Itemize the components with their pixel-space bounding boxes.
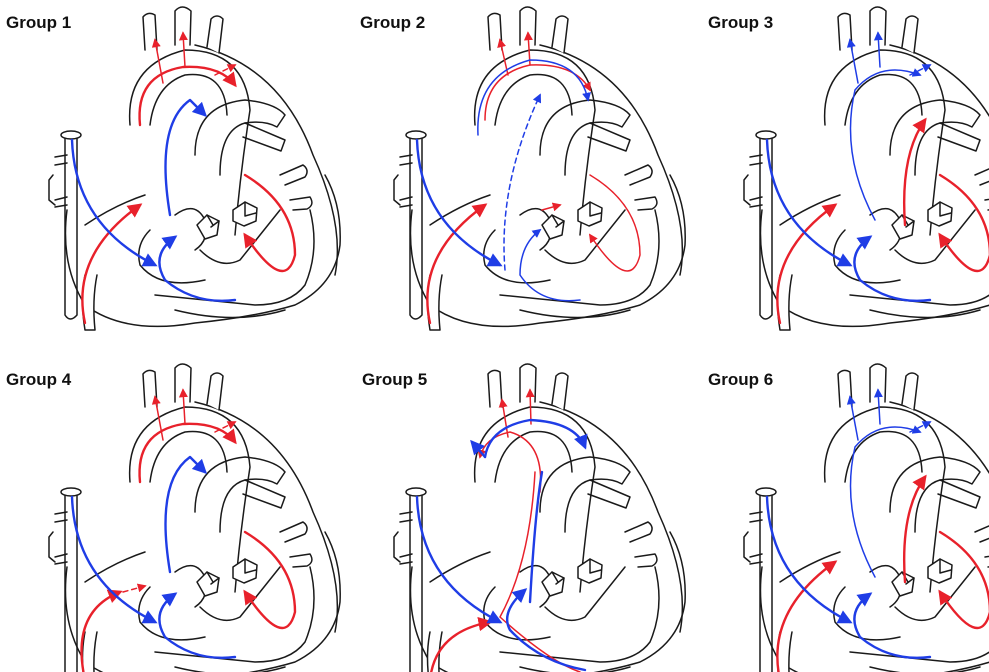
panel-title: Group 1 xyxy=(6,13,71,32)
panel-group-2: Group 2 xyxy=(360,7,685,330)
panel-group-1: Group 1 xyxy=(6,7,340,330)
panel-title: Group 5 xyxy=(362,370,427,389)
panel-group-6: Group 6 xyxy=(708,364,989,672)
panel-title: Group 4 xyxy=(6,370,72,389)
panel-group-4: Group 4 xyxy=(6,364,340,672)
heart-diagram xyxy=(744,7,989,330)
heart-diagram xyxy=(744,364,989,672)
heart-diagram xyxy=(49,364,340,672)
panel-title: Group 3 xyxy=(708,13,773,32)
panel-group-3: Group 3 xyxy=(708,7,989,330)
heart-diagram xyxy=(394,364,685,672)
panel-group-5: Group 5 xyxy=(362,364,685,672)
heart-diagram xyxy=(394,7,685,330)
panel-title: Group 2 xyxy=(360,13,425,32)
heart-diagram xyxy=(49,7,340,330)
panel-title: Group 6 xyxy=(708,370,773,389)
